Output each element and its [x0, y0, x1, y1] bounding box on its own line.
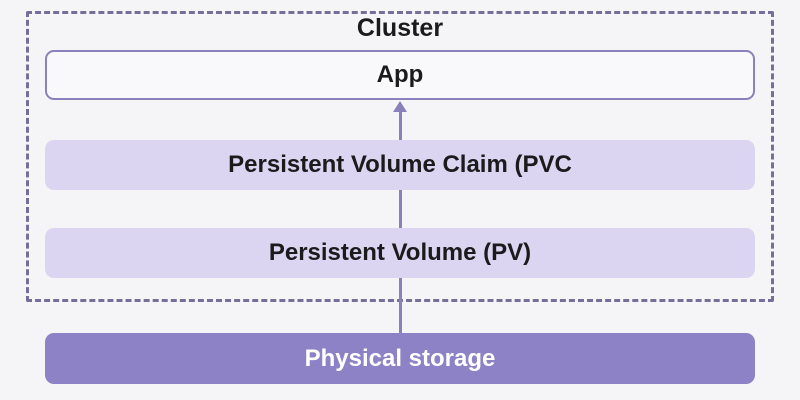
app-node: App — [45, 50, 755, 100]
pvc-node: Persistent Volume Claim (PVC — [45, 140, 755, 190]
physical-storage-node-label: Physical storage — [304, 344, 496, 372]
app-node-label: App — [376, 61, 424, 88]
physical-storage-node: Physical storage — [45, 333, 755, 384]
arrow-up-icon — [393, 101, 407, 112]
storage-to-app-arrow-line — [399, 107, 402, 333]
pvc-node-label: Persistent Volume Claim (PVC — [228, 151, 572, 178]
pv-node-label: Persistent Volume (PV) — [268, 239, 532, 266]
pv-node: Persistent Volume (PV) — [45, 228, 755, 278]
cluster-label: Cluster — [356, 14, 444, 42]
